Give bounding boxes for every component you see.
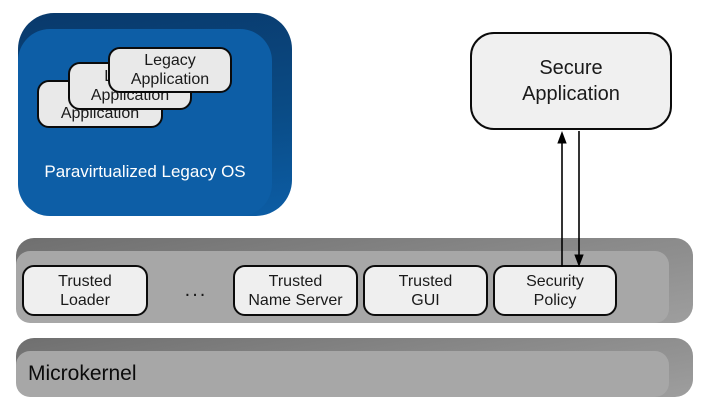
trusted-loader-box: Trusted Loader [22,265,148,316]
microkernel-bar [16,351,669,397]
trusted-name-server-box: Trusted Name Server [233,265,358,316]
trusted-gui-box: Trusted GUI [363,265,488,316]
legacy-os-label: Paravirtualized Legacy OS [44,162,246,181]
security-policy-box: Security Policy [493,265,617,316]
services-ellipsis: ... [184,279,208,301]
secure-application-box: Secure Application [470,32,672,130]
microkernel-label: Microkernel [28,362,137,385]
legacy-application-box-front: Legacy Application [108,47,232,93]
